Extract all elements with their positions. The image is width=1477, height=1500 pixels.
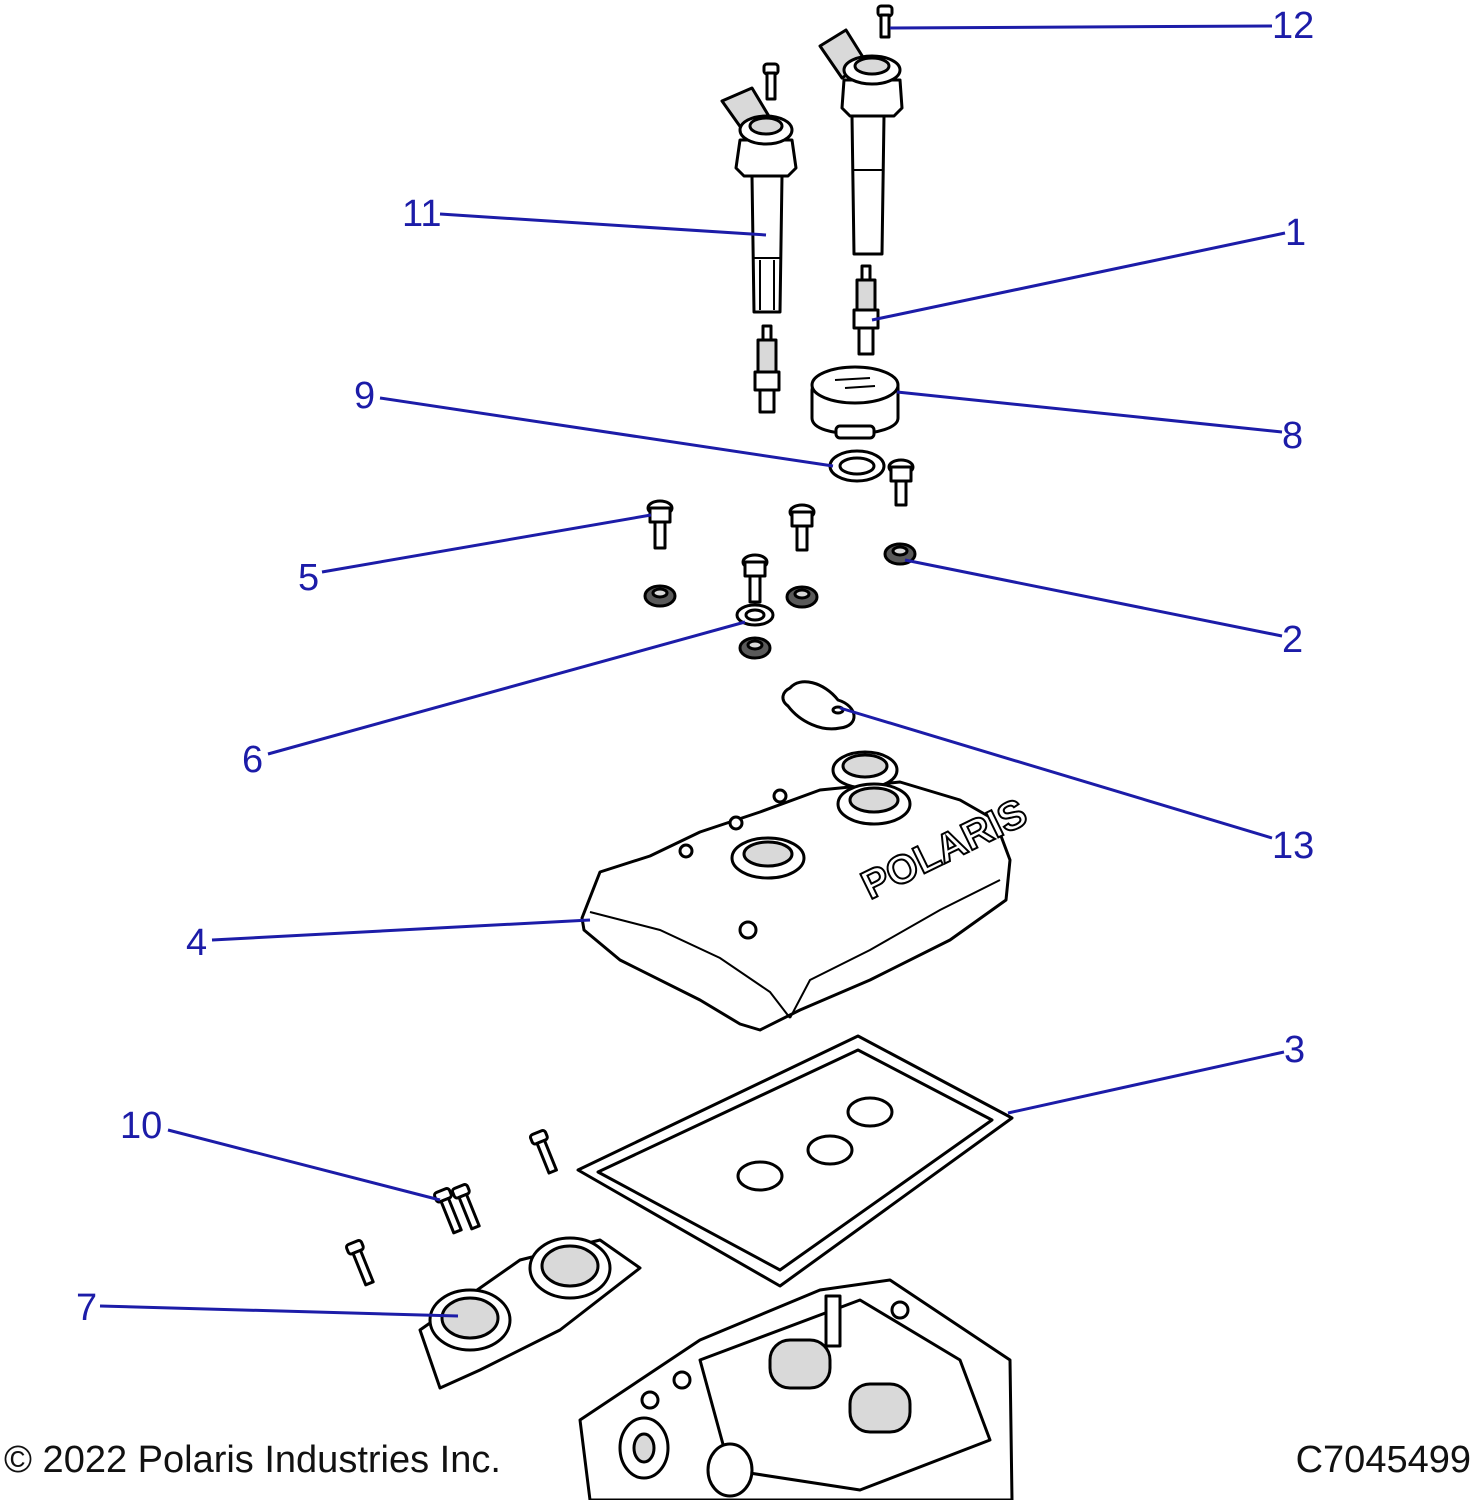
callout-labels: 12 1 11 9 8 5 2 6 13 4 3 10 7 (76, 5, 1314, 1329)
leader-12 (889, 24, 1273, 30)
callout-6: 6 (242, 739, 263, 781)
part-3-gasket (576, 1034, 1014, 1288)
part-2-grommets (643, 542, 917, 660)
cylinder-head (578, 1278, 1014, 1500)
callout-9: 9 (354, 375, 375, 417)
part-12-bolt (876, 4, 894, 39)
callout-5: 5 (298, 557, 319, 599)
part-7-intake-manifold (418, 1236, 642, 1390)
callout-7: 7 (76, 1287, 97, 1329)
leader-13 (839, 706, 1273, 840)
callout-8: 8 (1282, 415, 1303, 457)
leader-lines (99, 24, 1286, 1318)
leader-1 (871, 231, 1286, 322)
callout-2: 2 (1282, 619, 1303, 661)
callout-1: 1 (1285, 212, 1306, 254)
drawing-number: C7045499 (1295, 1439, 1471, 1481)
part-9-o-ring (828, 449, 886, 483)
part-6-washer (735, 603, 775, 627)
part-coil-right (818, 28, 904, 256)
callout-12: 12 (1272, 5, 1314, 47)
leader-10 (167, 1128, 441, 1202)
callout-13: 13 (1272, 825, 1314, 867)
leader-6 (267, 620, 746, 756)
leader-3 (1007, 1050, 1285, 1115)
copyright-notice: © 2022 Polaris Industries Inc. (4, 1439, 501, 1481)
leader-8 (896, 390, 1283, 434)
callout-11: 11 (402, 193, 441, 235)
callout-4: 4 (186, 922, 207, 964)
part-11-ignition-coil-left (720, 62, 798, 314)
leader-2 (904, 558, 1283, 638)
leader-4 (211, 918, 591, 942)
part-1-spark-plug (852, 264, 880, 356)
callout-3: 3 (1284, 1029, 1305, 1071)
leader-7 (99, 1304, 459, 1318)
part-4-valve-cover: POLARIS (580, 750, 1035, 1032)
part-spark-plug-left (753, 324, 781, 414)
callout-10: 10 (120, 1105, 162, 1147)
leader-11 (439, 212, 767, 237)
part-5-bolts (646, 458, 915, 604)
part-8-oil-filler-cap (810, 365, 900, 440)
leader-5 (321, 513, 652, 574)
part-10-bolts (344, 1128, 558, 1287)
leader-9 (379, 396, 834, 468)
part-13-plate (781, 680, 856, 731)
